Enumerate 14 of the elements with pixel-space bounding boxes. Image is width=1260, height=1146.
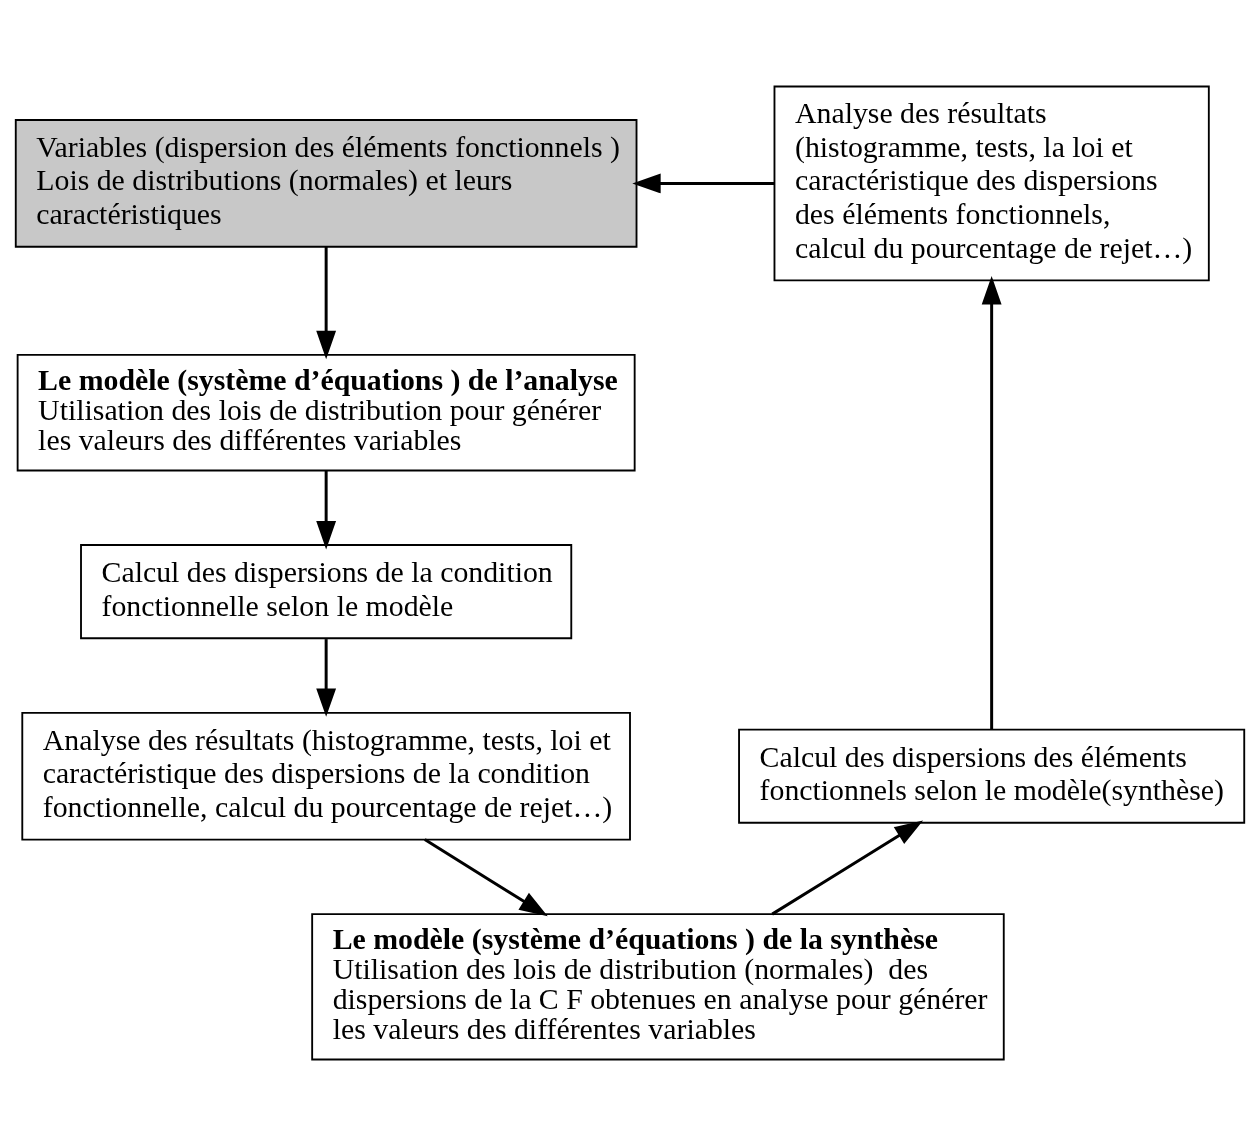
- node-box: Le modèle (système d’équations ) de l’analyse Utilisation des lois de distribution pour générer les valeurs des différentes variables: [16, 353, 636, 472]
- node-box: Variables (dispersion des éléments fonctionnels ) Lois de distributions (normales) et leurs caractéristiques: [14, 119, 638, 248]
- node-box: Analyse des résultats (histogramme, tests, la loi et caractéristique des dispersions des éléments fonctionnels, calcul du pourcentage de rejet…): [773, 85, 1210, 282]
- arrow: [316, 470, 337, 550]
- arrow: [632, 173, 774, 194]
- arrow: [316, 246, 337, 360]
- arrow: [771, 820, 924, 916]
- arrow: [316, 639, 337, 717]
- arrow: [424, 838, 548, 917]
- node-box: Calcul des dispersions des éléments fonctionnels selon le modèle(synthèse): [738, 728, 1246, 824]
- node-box: Le modèle (système d’équations ) de la synthèse Utilisation des lois de distribution (normales) des dispersions de la C F obtenues en analyse pour générer les valeurs des différentes variables: [311, 913, 1005, 1061]
- arrow: [981, 276, 1002, 729]
- node-box: Calcul des dispersions de la condition fonctionnelle selon le modèle: [80, 544, 573, 640]
- node-box: Analyse des résultats (histogramme, tests, loi et caractéristique des dispersions de la condition fonctionnelle, calcul du pourcentage de rejet…): [21, 711, 631, 841]
